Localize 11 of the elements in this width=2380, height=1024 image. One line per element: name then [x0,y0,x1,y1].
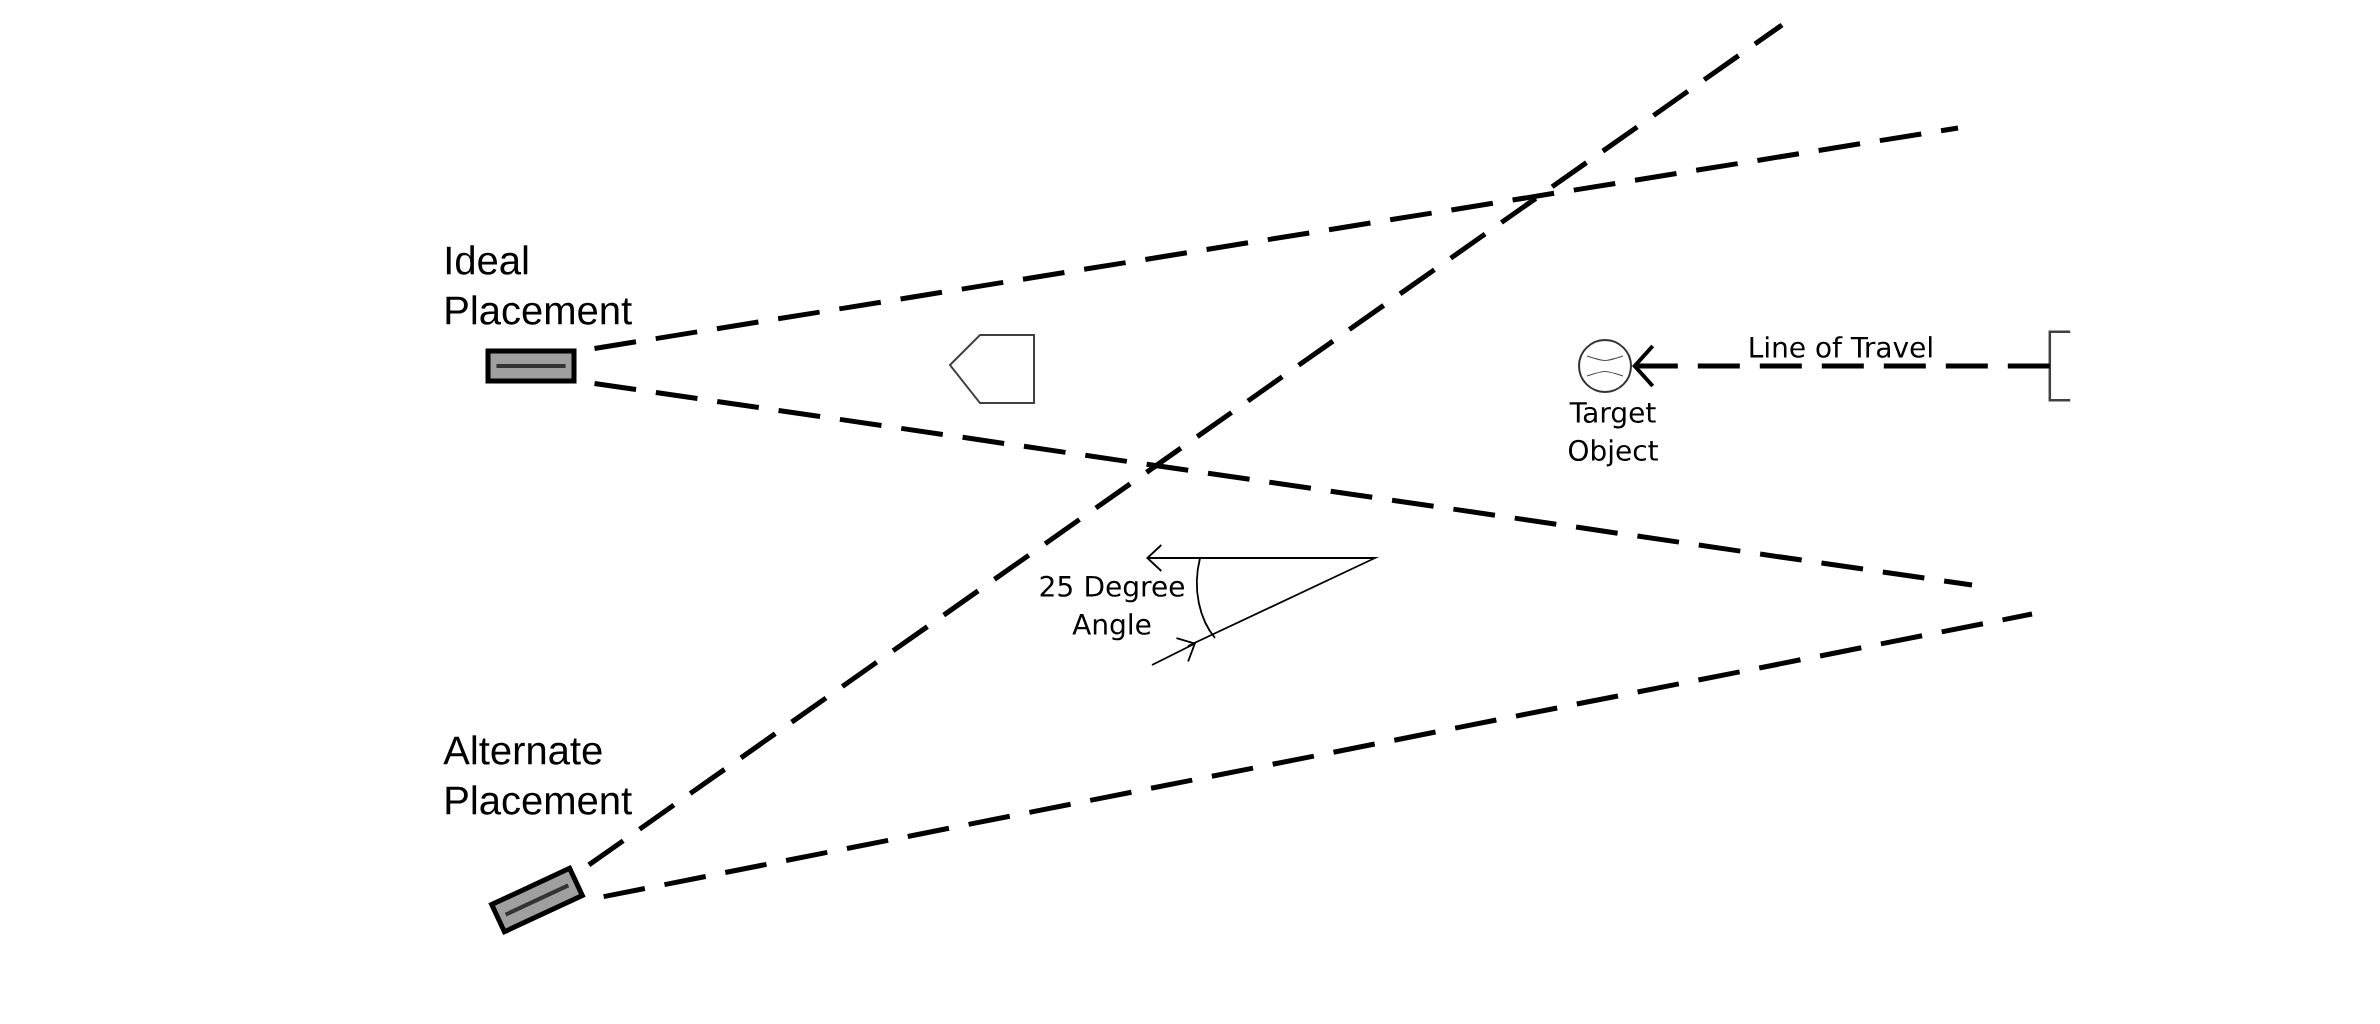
placement-label: Alternate Placement [443,735,632,815]
angle-label: 25 Degree Angle [1040,575,1184,641]
launcher-bracket [2048,330,2071,402]
placement-label: Ideal Placement [446,245,632,325]
edge-label: Line of Travel [1750,336,1932,358]
object-label: Target Object [1569,402,1658,467]
view-line [603,611,2033,900]
view-line [594,381,1973,588]
view-line [594,125,1959,351]
view-line [587,22,1784,867]
arrow [1632,344,2050,388]
